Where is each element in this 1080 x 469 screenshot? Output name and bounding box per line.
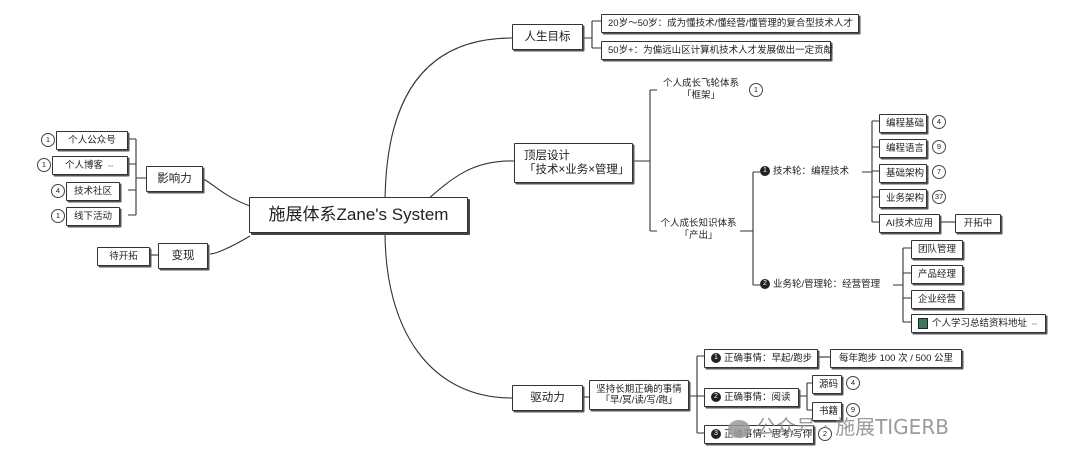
- influence-item-blog[interactable]: 个人博客⇔: [52, 156, 128, 175]
- reading-badge: 4: [846, 376, 860, 390]
- flywheel-line1: 个人成长飞轮体系: [662, 78, 739, 89]
- biz-item-team-management[interactable]: 团队管理: [911, 240, 963, 259]
- knowledge-node[interactable]: 个人成长知识体系 「产出」: [657, 218, 740, 242]
- tech-item-programming-languages[interactable]: 编程语言: [879, 139, 927, 158]
- reading-source-code[interactable]: 源码: [812, 375, 842, 394]
- influence-label: 影响力: [157, 173, 192, 185]
- watermark-text: 公众号 · 施展TIGERB: [756, 415, 949, 439]
- reading-child-label: 书籍: [819, 406, 839, 417]
- knowledge-line1: 个人成长知识体系: [660, 218, 737, 229]
- reading-badge: 9: [846, 403, 860, 417]
- watermark: 公众号 · 施展TIGERB: [728, 411, 949, 440]
- tech-item-label: 编程语言: [886, 143, 925, 154]
- tech-item-infrastructure[interactable]: 基础架构: [879, 164, 927, 183]
- life-goal-node[interactable]: 人生目标: [512, 24, 583, 50]
- influence-badge: 4: [51, 184, 65, 198]
- biz-wheel-label: 业务轮/管理轮：经营管理: [773, 279, 881, 290]
- monetize-label: 变现: [171, 250, 195, 262]
- top-design-label-line2: 「技术×业务×管理」: [524, 164, 630, 176]
- biz-item-product-manager[interactable]: 产品经理: [911, 265, 963, 284]
- tech-wheel-number: 1: [760, 166, 770, 177]
- monetize-child[interactable]: 待开拓: [97, 247, 150, 266]
- resource-label: 个人学习总结资料地址: [932, 318, 1028, 330]
- tech-item-business-architecture[interactable]: 业务架构: [879, 189, 927, 208]
- life-goal-item-1[interactable]: 20岁～50岁：成为懂技术/懂经营/懂管理的复合型技术人才: [601, 14, 859, 33]
- drive-label: 驱动力: [530, 392, 565, 404]
- drive-sub-line1: 坚持长期正确的事情: [596, 384, 682, 395]
- flywheel-node[interactable]: 个人成长飞轮体系 「框架」: [657, 78, 745, 102]
- resource-link-node[interactable]: 个人学习总结资料地址⇔: [911, 314, 1046, 334]
- influence-item-official-account[interactable]: 个人公众号: [56, 131, 128, 150]
- link-icon[interactable]: ⇔: [1030, 318, 1040, 329]
- ai-pioneering-label: 开拓中: [963, 218, 993, 229]
- influence-node[interactable]: 影响力: [146, 166, 203, 192]
- wechat-icon: [728, 419, 750, 438]
- monetize-node[interactable]: 变现: [158, 243, 208, 269]
- drive-node[interactable]: 驱动力: [512, 385, 583, 411]
- top-design-label-line1: 顶层设计: [524, 150, 570, 162]
- tech-wheel-label: 技术轮：编程技术: [773, 166, 850, 177]
- influence-item-offline-events[interactable]: 线下活动: [66, 207, 120, 226]
- book-icon: [918, 318, 928, 329]
- influence-item-label: 技术社区: [73, 186, 112, 197]
- link-icon[interactable]: ⇔: [106, 160, 115, 170]
- biz-item-enterprise-operation[interactable]: 企业经营: [911, 290, 963, 309]
- drive-item-number: 2: [711, 392, 721, 403]
- influence-item-label: 个人博客: [64, 160, 103, 171]
- tech-item-badge: 4: [932, 115, 946, 129]
- drive-item-label: 正确事情：早起/跑步: [724, 353, 813, 364]
- influence-item-label: 个人公众号: [68, 135, 116, 146]
- drive-item-label: 正确事情：阅读: [724, 392, 791, 403]
- influence-item-tech-community[interactable]: 技术社区: [66, 182, 120, 201]
- tech-item-label: 业务架构: [886, 193, 925, 204]
- drive-item-number: 1: [711, 353, 721, 364]
- top-design-node[interactable]: 顶层设计 「技术×业务×管理」: [514, 143, 633, 183]
- flywheel-badge: 1: [749, 83, 763, 97]
- running-goal-label: 每年跑步 100 次 / 500 公里: [838, 353, 954, 364]
- tech-item-label: 编程基础: [886, 118, 925, 129]
- flywheel-line2: 「框架」: [681, 90, 720, 101]
- tech-item-label: AI技术应用: [886, 218, 933, 229]
- influence-badge: 1: [37, 158, 51, 172]
- tech-item-badge: 9: [932, 140, 946, 154]
- influence-item-label: 线下活动: [73, 211, 112, 222]
- influence-badge: 1: [51, 209, 65, 223]
- writing-badge: 2: [818, 427, 832, 441]
- drive-item-label: 正确事情：思考/写作: [724, 429, 813, 440]
- drive-sub-node[interactable]: 坚持长期正确的事情 「早/冥/读/写/跑」: [589, 380, 689, 410]
- biz-item-label: 产品经理: [918, 269, 957, 280]
- drive-item-number: 3: [711, 429, 721, 440]
- knowledge-line2: 「产出」: [679, 230, 718, 241]
- life-goal-item-2-label: 50岁+：为偏远山区计算机技术人才发展做出一定贡献: [608, 45, 834, 56]
- drive-sub-line2: 「早/冥/读/写/跑」: [600, 395, 678, 406]
- biz-item-label: 企业经营: [918, 294, 957, 305]
- biz-item-label: 团队管理: [918, 244, 957, 255]
- root-node[interactable]: 施展体系Zane's System: [249, 197, 468, 233]
- root-label: 施展体系Zane's System: [268, 205, 449, 224]
- tech-item-badge: 37: [932, 190, 946, 204]
- monetize-child-label: 待开拓: [109, 251, 138, 262]
- tech-item-ai-application[interactable]: AI技术应用: [879, 214, 940, 233]
- life-goal-item-2[interactable]: 50岁+：为偏远山区计算机技术人才发展做出一定贡献: [601, 41, 834, 60]
- life-goal-item-1-label: 20岁～50岁：成为懂技术/懂经营/懂管理的复合型技术人才: [608, 18, 853, 29]
- reading-child-label: 源码: [819, 379, 839, 390]
- influence-badge: 1: [41, 133, 55, 147]
- ai-pioneering-node[interactable]: 开拓中: [955, 214, 1001, 233]
- reading-books[interactable]: 书籍: [812, 402, 842, 421]
- biz-wheel-number: 2: [760, 279, 770, 290]
- running-goal-node[interactable]: 每年跑步 100 次 / 500 公里: [830, 349, 962, 368]
- life-goal-label: 人生目标: [524, 31, 571, 43]
- tech-item-badge: 7: [932, 165, 946, 179]
- tech-item-programming-basics[interactable]: 编程基础: [879, 114, 927, 133]
- tech-item-label: 基础架构: [886, 168, 925, 179]
